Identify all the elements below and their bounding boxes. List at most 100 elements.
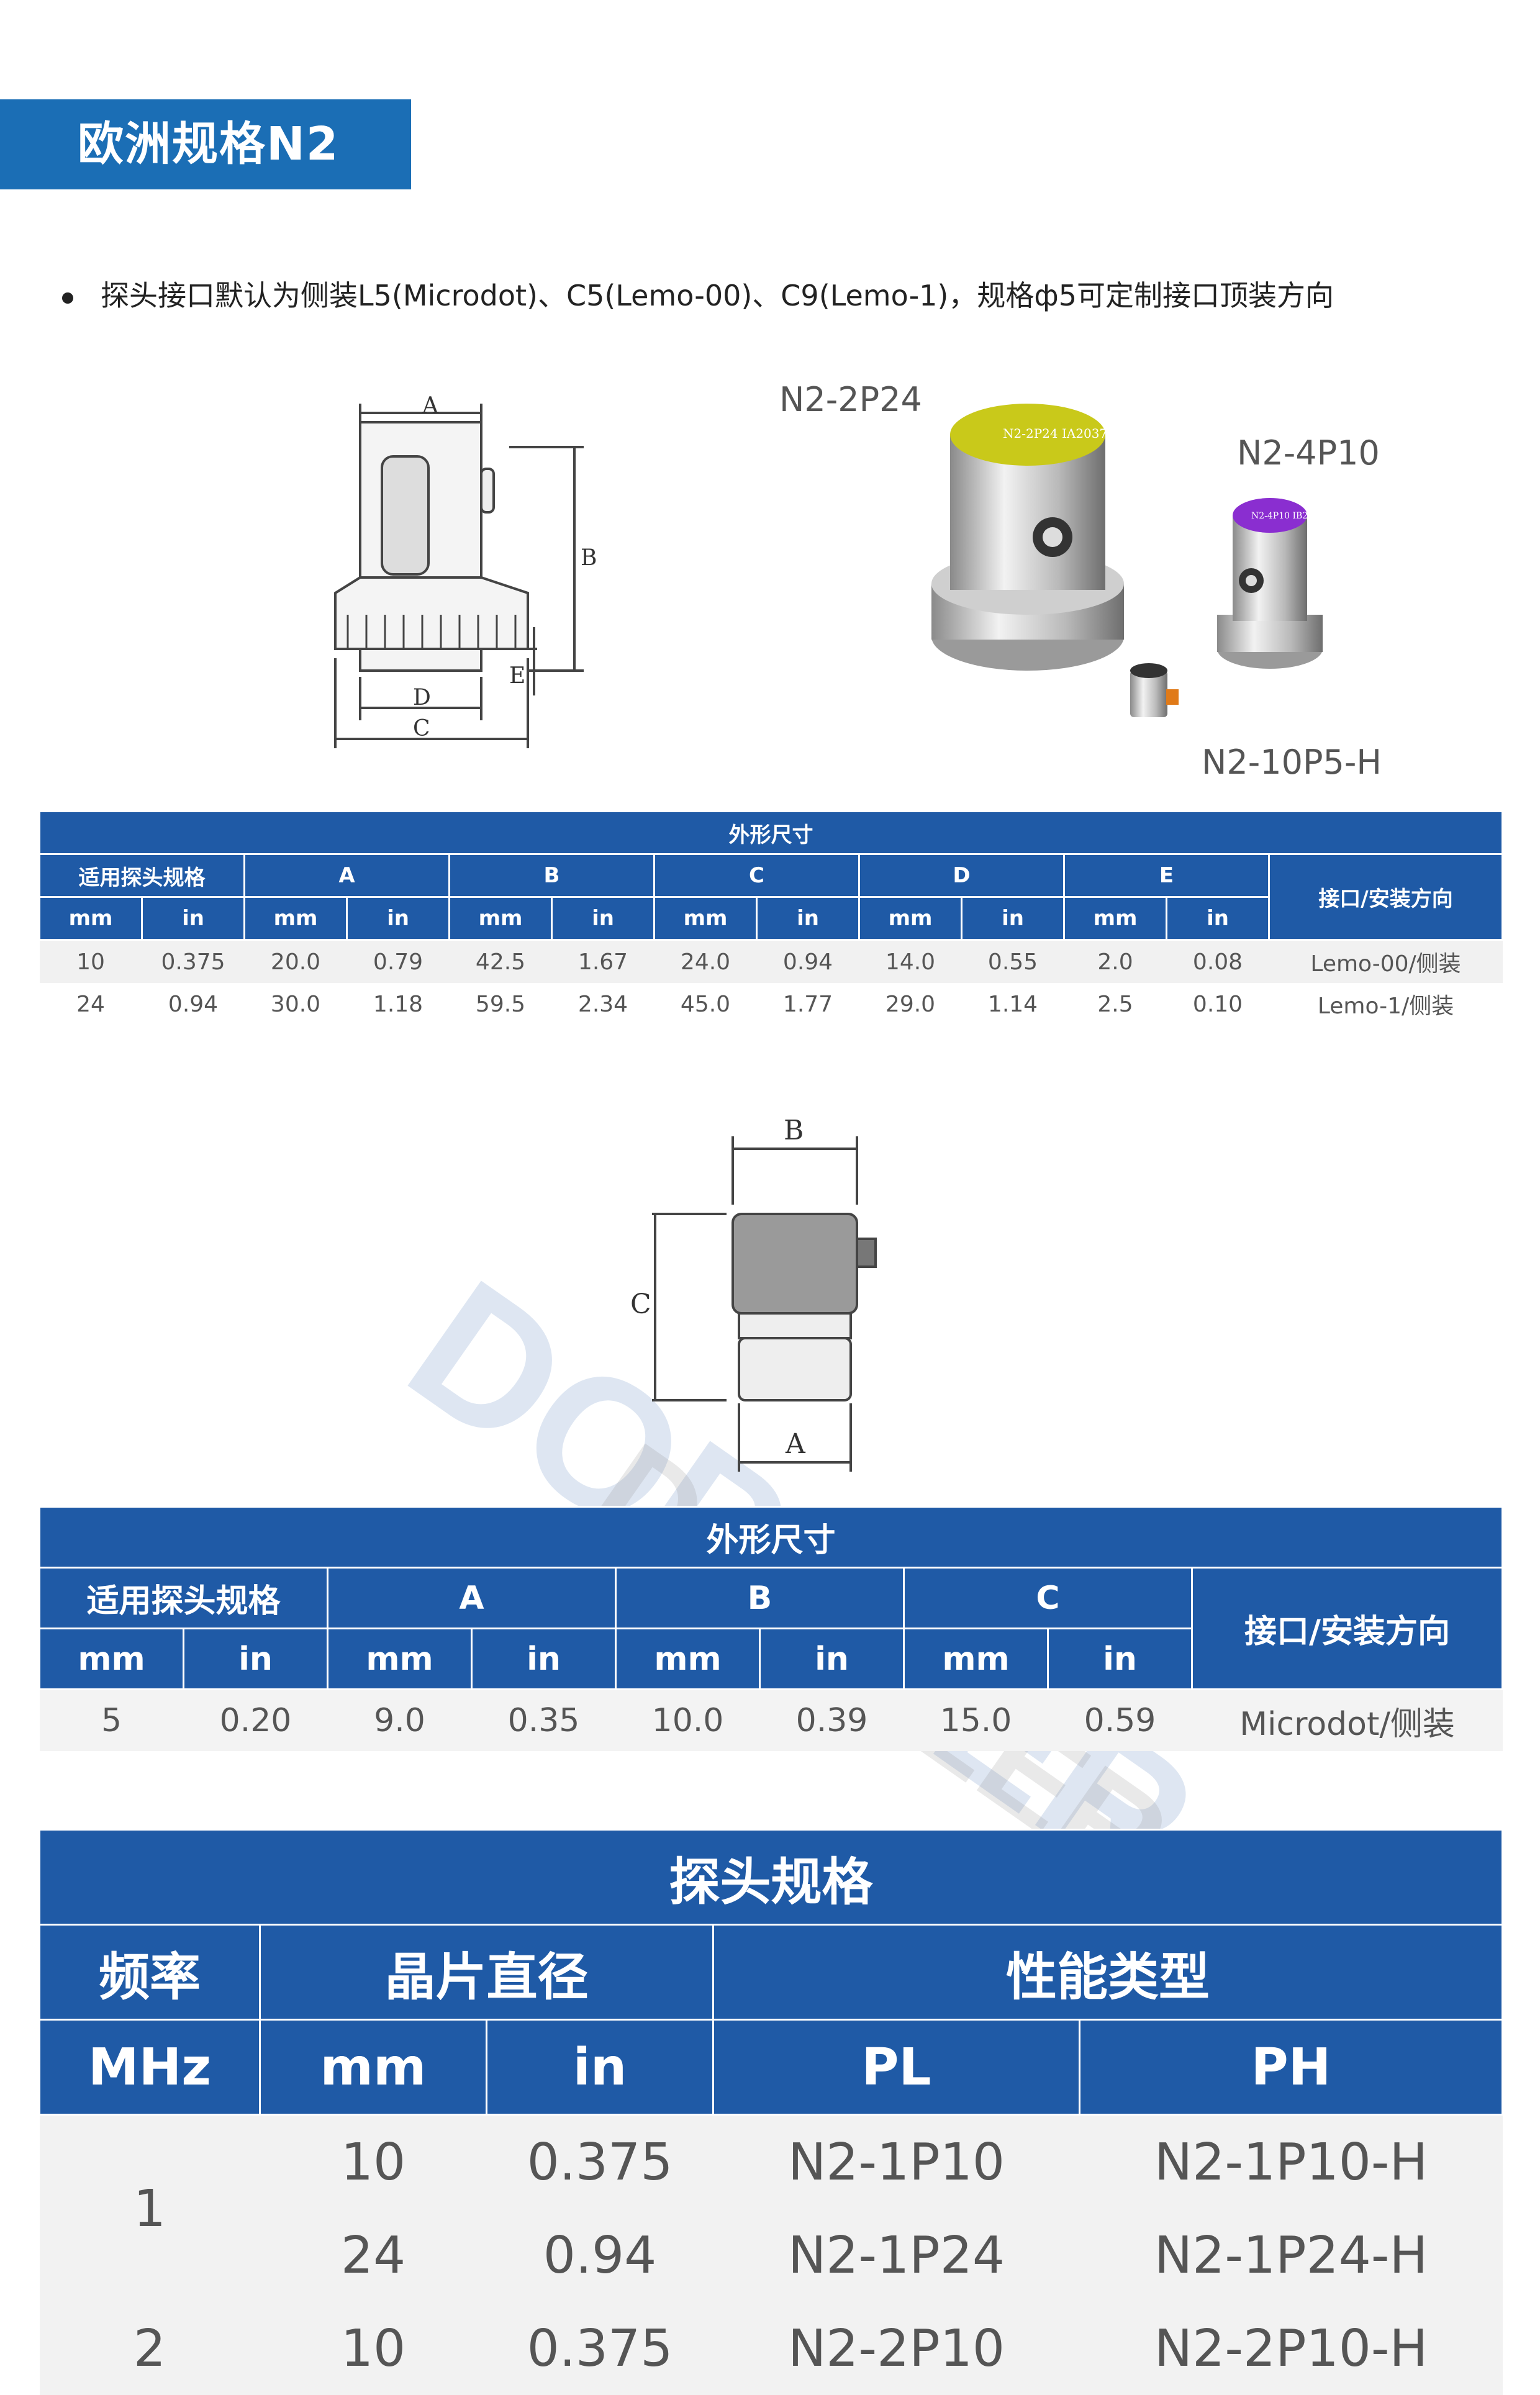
dim-label-e: E [509, 663, 525, 689]
cell: 10 [260, 2114, 487, 2209]
cell: 0.94 [782, 949, 833, 975]
cell: 10 [260, 2302, 487, 2395]
cell: 0.39 [759, 1689, 904, 1751]
table3-title: 探头规格 [38, 1829, 1503, 1926]
unit-mm: mm [327, 1628, 473, 1690]
dim-label-c: C [413, 716, 430, 741]
cell: 0.375 [161, 949, 225, 975]
table1-group-d: D [858, 853, 1065, 898]
dim-label-d: D [413, 685, 431, 710]
table2-group-a: A [327, 1567, 617, 1629]
unit-in: in [759, 1628, 905, 1690]
cell: 0.94 [486, 2209, 713, 2302]
cell: N2-1P10-H [1079, 2114, 1503, 2209]
cell: 10 [76, 949, 105, 975]
cell: 10.0 [615, 1689, 760, 1751]
unit-mm: mm [243, 896, 348, 941]
freq-cell: 1 [39, 2114, 260, 2302]
cell: 0.20 [183, 1689, 328, 1751]
table1-spec-header: 适用探头规格 [38, 853, 245, 898]
unit-mm: mm [653, 896, 758, 941]
bullet-dot [62, 292, 73, 304]
table1-group-a: A [243, 853, 450, 898]
dim2-label-c: C [630, 1288, 651, 1320]
table-row: 10 0.375 20.0 0.79 42.5 1.67 24.0 0.94 1… [39, 939, 1503, 983]
cell: 0.375 [486, 2302, 713, 2395]
unit-in: in [551, 896, 655, 941]
cell: N2-2P10 [713, 2302, 1080, 2395]
cell: N2-1P10 [713, 2114, 1080, 2209]
cell: 0.55 [987, 949, 1038, 975]
product-label-1: N2-2P24 [779, 380, 922, 419]
cell: 0.59 [1048, 1689, 1192, 1751]
unit-in: in [756, 896, 860, 941]
table-row: 1 10 0.375 N2-1P10 N2-1P10-H [39, 2114, 1503, 2302]
unit-mm: mm [903, 1628, 1049, 1690]
dimension-table-1: 外形尺寸 适用探头规格 A B C D E 接口/安装方向 mm in mm i… [38, 810, 1504, 1025]
cell: 20.0 [270, 949, 321, 975]
cell: 1.18 [373, 991, 424, 1017]
dim-label-a: A [422, 393, 439, 419]
cell: 14.0 [885, 949, 936, 975]
cell: 24 [76, 991, 105, 1017]
probe-photo-small [1130, 663, 1179, 717]
cell: N2-1P24 [713, 2209, 1080, 2302]
freq-cell: 2 [39, 2302, 260, 2395]
cell: 0.10 [1192, 991, 1243, 1017]
probe-spec-table: 探头规格 频率 晶片直径 性能类型 MHz mm in PL PH 1 10 0… [38, 1829, 1503, 2395]
cell: Microdot/侧装 [1192, 1689, 1503, 1751]
unit-mhz: MHz [38, 2019, 261, 2116]
unit-in: in [486, 2019, 714, 2116]
probe-photo-medium: N2-4P10 IB2035 [1217, 498, 1325, 669]
table2-group-b: B [615, 1567, 905, 1629]
cell: 5 [39, 1689, 184, 1751]
cell: 42.5 [475, 949, 526, 975]
unit-in: in [346, 896, 450, 941]
cell: 1.67 [578, 949, 628, 975]
probe-dimension-drawing: A B D C E [334, 393, 597, 748]
table2-interface-header: 接口/安装方向 [1190, 1567, 1504, 1690]
dim2-label-b: B [784, 1115, 804, 1146]
cell: 29.0 [885, 991, 936, 1017]
type-ph: PH [1079, 2019, 1503, 2116]
crystal-header: 晶片直径 [259, 1924, 714, 2021]
table1-title: 外形尺寸 [38, 810, 1504, 855]
table-row: 24 0.94 N2-1P24 N2-1P24-H [40, 2209, 1503, 2302]
note-text: 探头接口默认为侧装L5(Microdot)、C5(Lemo-00)、C9(Lem… [101, 279, 1334, 312]
unit-mm: mm [259, 2019, 487, 2116]
cell: 0.08 [1192, 949, 1243, 975]
table-row: 2 10 0.375 N2-2P10 N2-2P10-H [39, 2302, 1503, 2395]
cell: N2-1P24-H [1079, 2209, 1503, 2302]
unit-mm: mm [858, 896, 962, 941]
unit-in: in [183, 1628, 328, 1690]
unit-mm: mm [38, 1628, 184, 1690]
product-label-2: N2-4P10 [1237, 433, 1380, 473]
freq-header: 频率 [38, 1924, 261, 2021]
unit-in: in [1166, 896, 1270, 941]
table1-group-b: B [448, 853, 655, 898]
unit-in: in [141, 896, 245, 941]
cell: Lemo-00/侧装 [1310, 951, 1461, 977]
table1-interface-header: 接口/安装方向 [1267, 853, 1504, 941]
table2-title: 外形尺寸 [38, 1506, 1504, 1569]
dimension-table-2: 外形尺寸 适用探头规格 A B C 接口/安装方向 mm in mm in mm… [38, 1506, 1504, 1751]
unit-mm: mm [1063, 896, 1167, 941]
cell: Lemo-1/侧装 [1317, 994, 1454, 1019]
note-bullet: 探头接口默认为侧装L5(Microdot)、C5(Lemo-00)、C9(Lem… [62, 273, 1334, 314]
type-pl: PL [712, 2019, 1080, 2116]
perf-header: 性能类型 [712, 1924, 1503, 2021]
cell: 0.375 [486, 2114, 713, 2209]
unit-in: in [961, 896, 1065, 941]
table-row: 5 0.20 9.0 0.35 10.0 0.39 15.0 0.59 Micr… [39, 1689, 1503, 1751]
cell: 2.0 [1097, 949, 1133, 975]
unit-in: in [1047, 1628, 1193, 1690]
unit-mm: mm [615, 1628, 761, 1690]
probe-cap-text-2: N2-4P10 IB2035 [1251, 511, 1325, 521]
cell: 2.5 [1097, 991, 1133, 1017]
section-title: 欧洲规格N2 [0, 99, 411, 189]
cell: 15.0 [904, 1689, 1048, 1751]
micro-probe-drawing: B C A [630, 1115, 877, 1472]
dim2-label-a: A [785, 1428, 806, 1460]
table2-spec-header: 适用探头规格 [38, 1567, 328, 1629]
cell: 0.79 [373, 949, 424, 975]
